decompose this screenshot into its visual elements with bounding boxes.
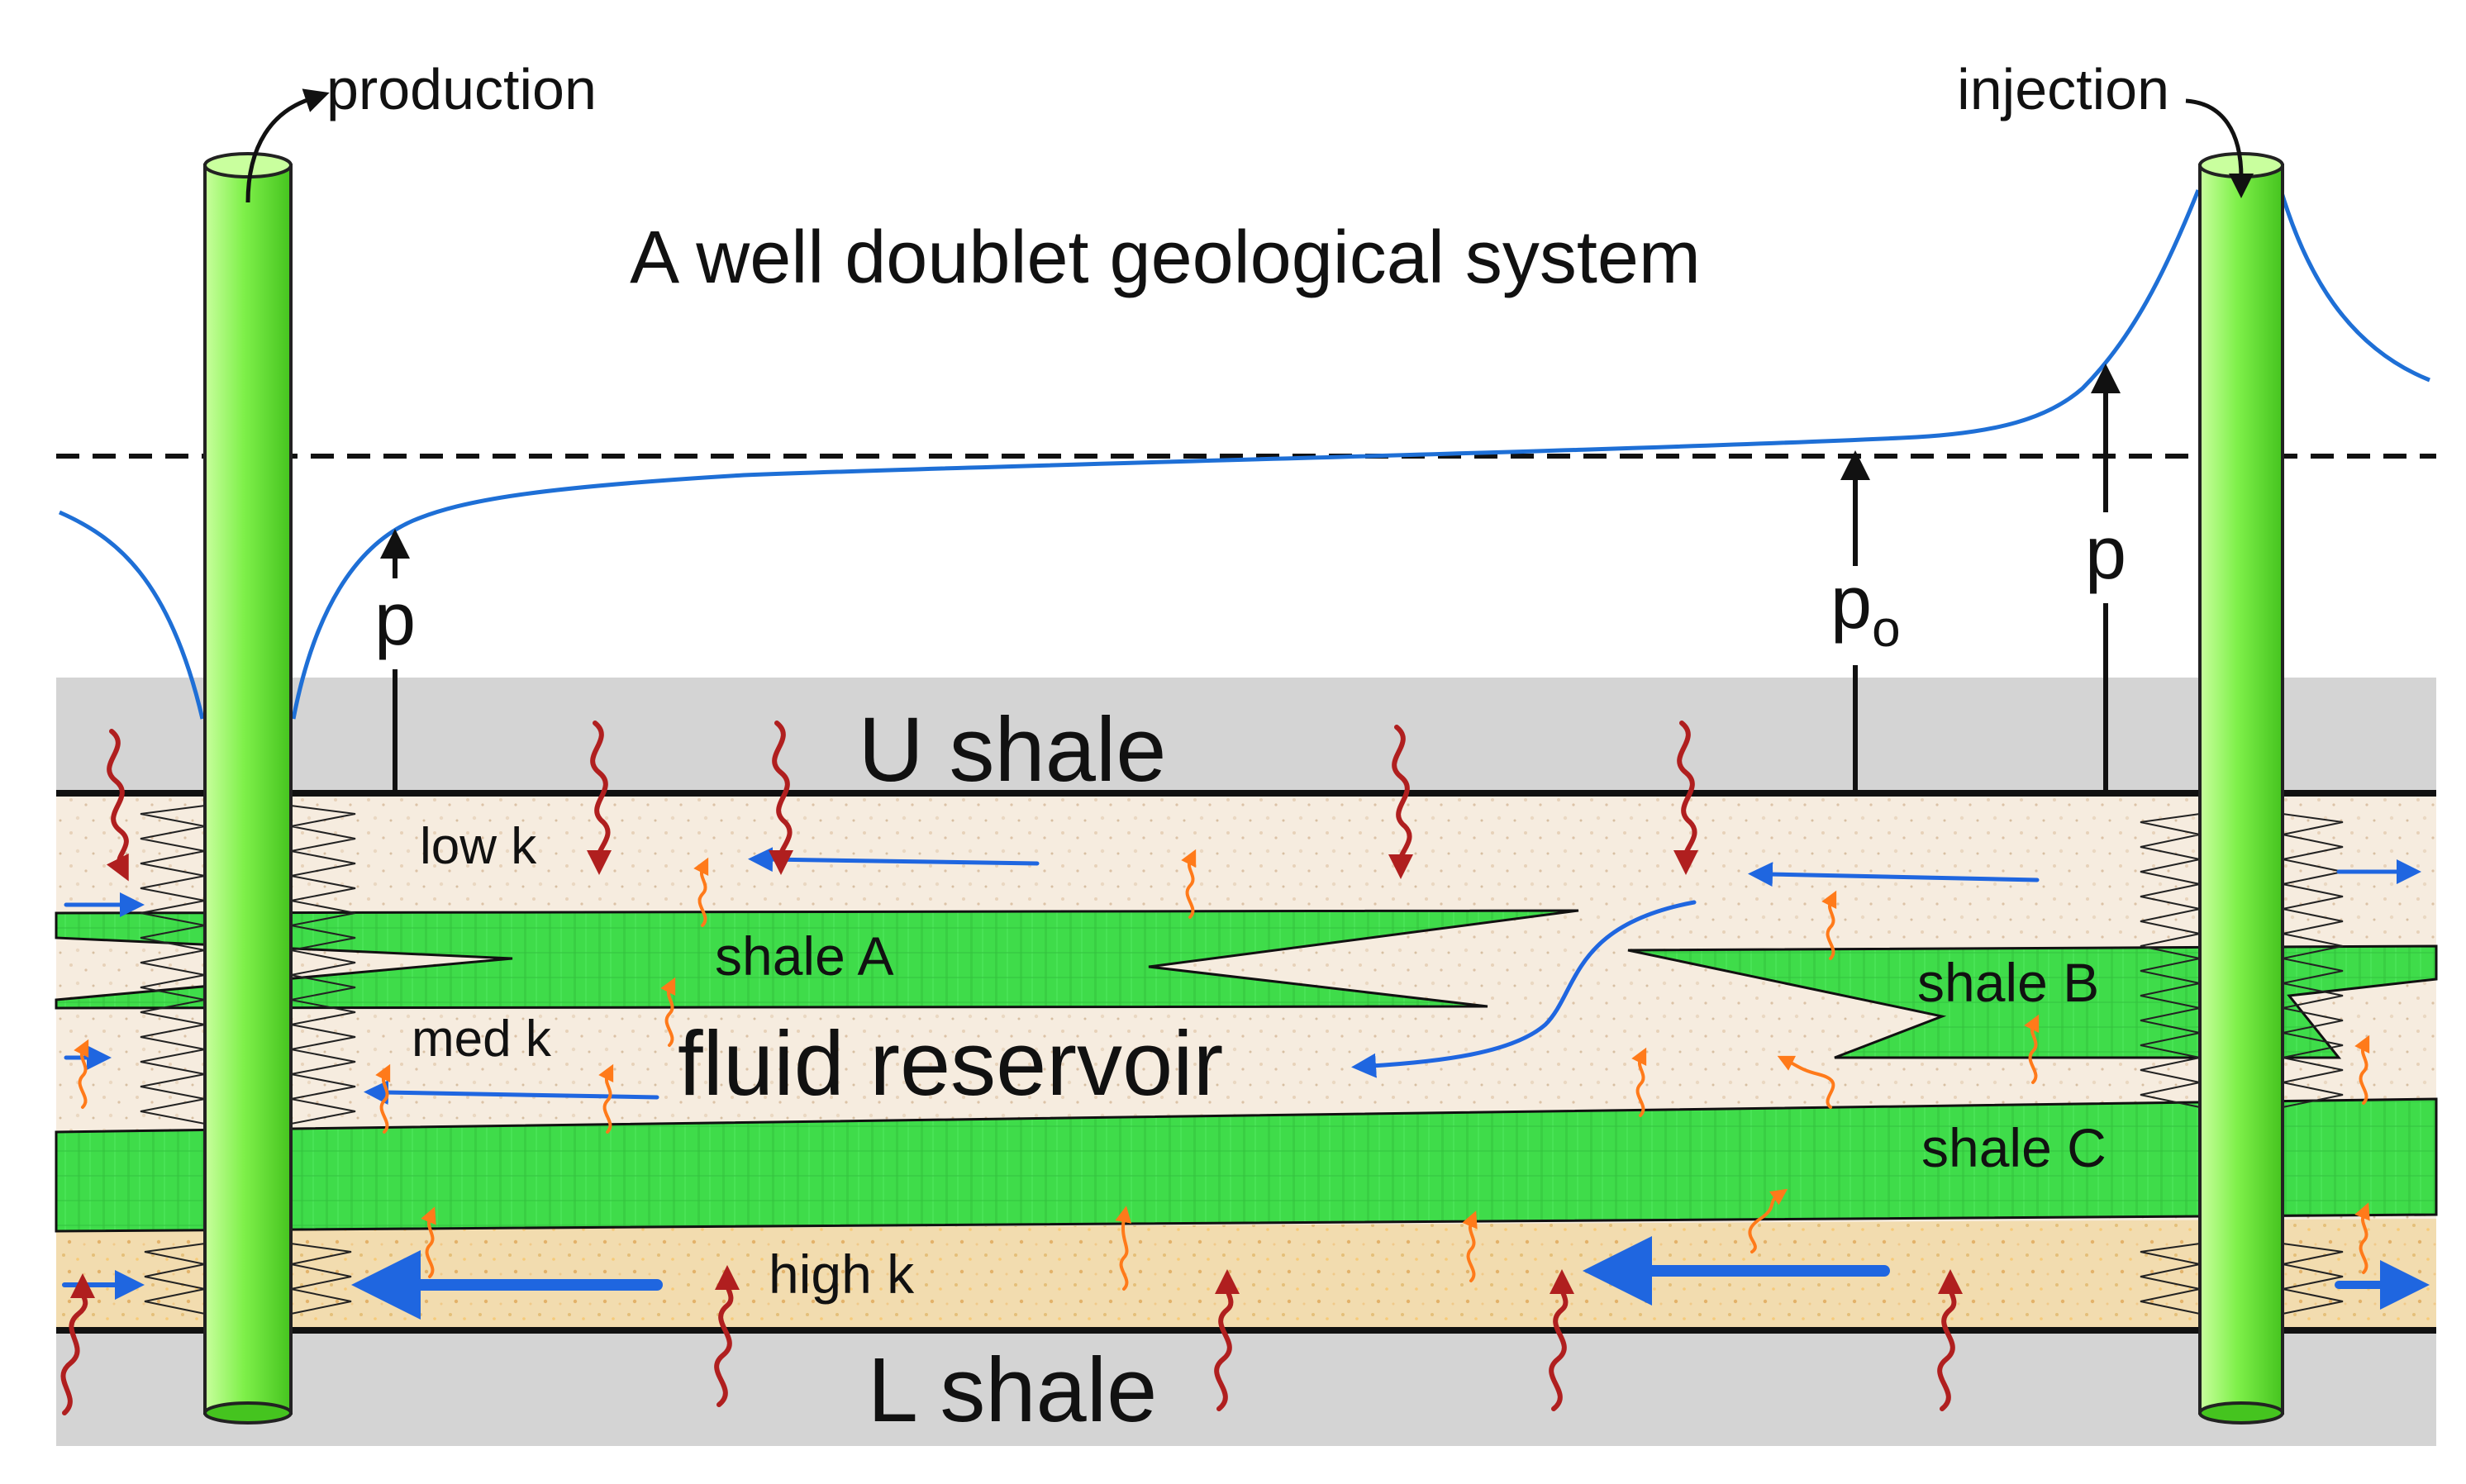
heat-arrows-down [106,721,1699,882]
strata [55,678,2438,1446]
injection-well-bottom [2198,1401,2284,1425]
production-well-bottom [203,1401,293,1425]
production-well [203,88,330,1425]
flow-arrow [1748,862,2040,887]
heat-arrow [1388,725,1414,879]
heat-arrow-small [693,857,709,927]
heat-arrow-small [598,1063,614,1134]
p-left-label-bg [364,578,430,669]
heat-arrow-small [1181,849,1197,919]
heat-arrow [1214,1269,1240,1411]
pressure-p-left-label: p [374,578,416,661]
lower-shale-label: L shale [868,1339,1158,1441]
heat-arrow [1937,1269,1964,1411]
heat-arrow [1549,1269,1575,1411]
heat-arrow-small [74,1039,89,1109]
heat-arrow-small [2354,1202,2370,1274]
heat-arrow [714,1265,740,1407]
heat-arrows-small [74,849,2370,1291]
injection-perforations-lower [2140,1243,2344,1315]
shale-b-label: shale B [1917,952,2099,1013]
production-label: production [326,57,597,121]
flow-arrow-curved [1351,900,1697,1078]
pressure-p0-subscript: o [1872,601,1900,658]
upper-shale-label: U shale [859,699,1167,801]
heat-arrow-small [2024,1014,2040,1084]
heat-arrow [106,729,129,882]
shale-c-label: shale C [1921,1117,2107,1178]
injection-label: injection [1957,57,2169,121]
heat-arrow-small [375,1063,391,1134]
pressure-p-right-label: p [2085,512,2126,595]
med-k-label: med k [412,1011,552,1068]
heat-arrow [769,721,794,875]
heat-arrow-small [2354,1035,2370,1105]
low-k-label: low k [420,818,537,875]
injection-well [2185,98,2284,1425]
production-well-casing [203,164,293,1415]
heat-arrow-small [1631,1047,1647,1117]
pressure-p0-label: po [1830,562,1901,658]
high-k-layer [56,1219,2436,1330]
upper-shale-layer [56,678,2436,793]
injection-arrow [2185,98,2254,198]
heat-arrow-small [1821,890,1837,960]
lower-shale-layer [56,1330,2436,1446]
flow-arrow [748,847,1040,873]
injection-well-casing [2198,164,2284,1415]
heat-arrows-up [60,1265,1964,1415]
heat-arrow-small [1462,1211,1478,1282]
labels: A well doublet geological system product… [326,57,2169,1441]
diagram-title: A well doublet geological system [630,216,1701,299]
production-perforations-upper [140,805,356,1125]
production-well-top [203,152,293,178]
p0-label-bg [1810,566,1901,665]
heat-arrow-small [1748,1188,1788,1253]
heat-arrow-small [1777,1055,1835,1109]
fluid-reservoir-label: fluid reservoir [678,1013,1223,1115]
heat-arrow-small [660,977,676,1047]
p-right-label-bg [2074,512,2140,603]
high-k-label: high k [769,1244,915,1305]
heat-arrow [60,1273,96,1415]
production-arrow [245,88,330,203]
heat-arrow [1673,721,1699,875]
pressure-p0-base: p [1830,562,1872,644]
heat-arrow-small [1115,1206,1132,1291]
heat-arrow [587,721,612,875]
pressure-curve [58,189,2430,720]
shale-a-label: shale A [715,925,894,987]
heat-arrow-small [421,1206,436,1278]
